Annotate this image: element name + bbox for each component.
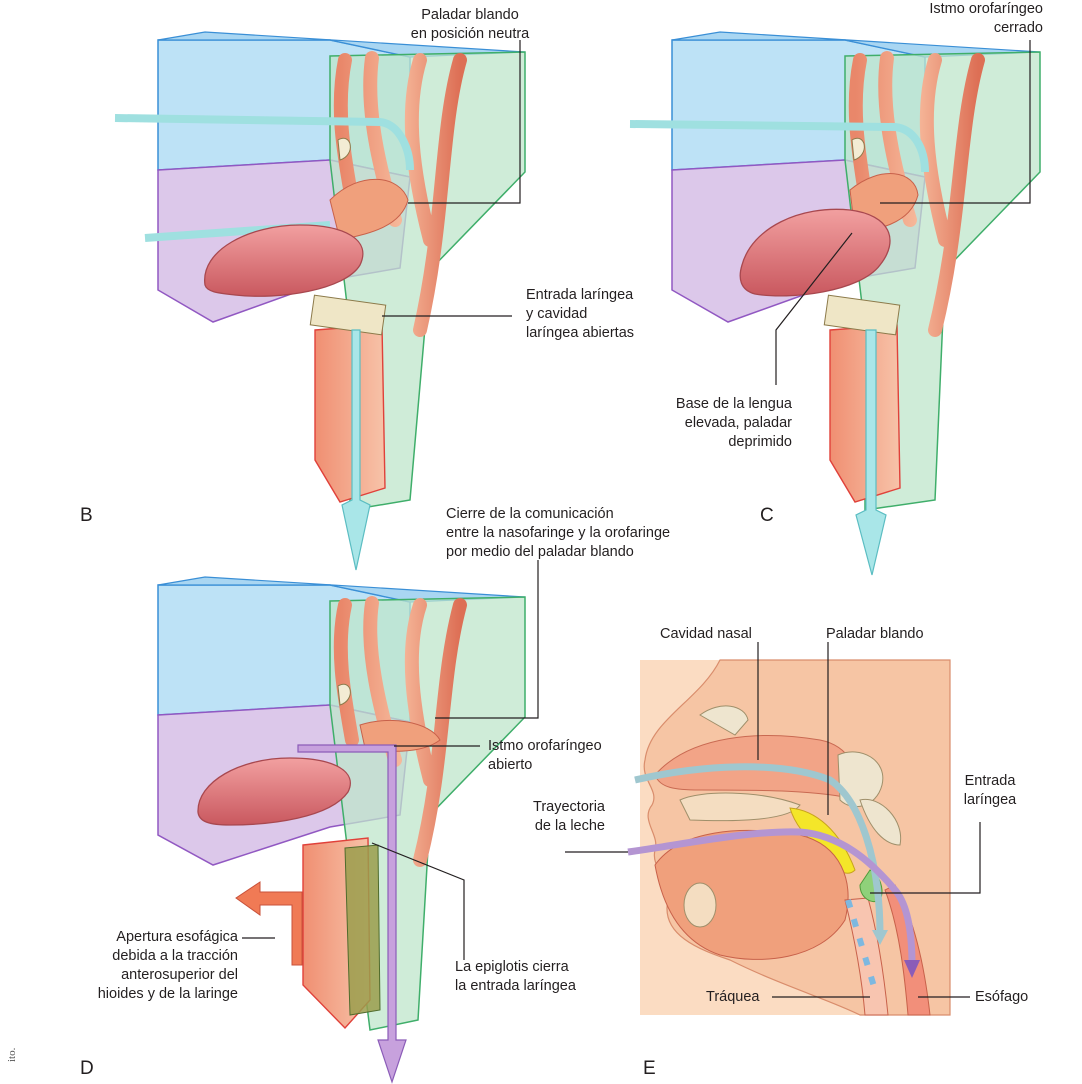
hard-palate [679,792,801,822]
tongue [204,224,364,297]
tongue [197,757,351,826]
milk-path [627,828,916,966]
label-line: elevada, paladar [684,415,792,431]
label-line: Cierre de la comunicación [446,506,614,522]
label-line: y cavidad [526,306,588,322]
label-line: la entrada laríngea [455,978,576,994]
label-e-trachea: Tráquea [706,989,760,1005]
tongue [739,208,891,297]
panel-letter-d: D [80,1058,94,1079]
label-b-laryngeal-entry: Entrada laríngea y cavidad laríngea abie… [526,286,634,343]
label-line: por medio del paladar blando [446,544,634,560]
trachea [844,897,889,1016]
panel-letter-c: C [760,505,774,526]
panel-d [157,560,539,1084]
side-text: ito. [6,1047,18,1062]
label-c-tongue-base: Base de la lengua elevada, paladar depri… [630,395,792,452]
panel-e [565,642,981,1016]
label-line: La epiglotis cierra [455,959,569,975]
airflow-arrow [855,329,887,576]
label-line: en posición neutra [410,26,530,42]
label-e-milk-path: Trayectoria de la leche [505,798,605,836]
label-line: Entrada [964,773,1016,789]
label-line: laríngea abiertas [526,325,635,341]
label-line: laríngea [963,792,1017,808]
label-line: Entrada laríngea [526,287,634,303]
larynx-box [829,324,901,503]
label-line: deprimido [728,434,792,450]
label-line: de la leche [534,818,605,834]
label-line: Apertura esofágica [116,929,238,945]
label-line: hioides y de la laringe [97,986,238,1002]
label-line: Paladar blando [421,7,519,23]
label-e-laryngeal-entry: Entrada laríngea [955,772,1025,810]
tongue [654,829,849,960]
label-c-isthmus: Istmo orofaríngeo cerrado [895,0,1043,38]
label-line: Istmo orofaríngeo [488,738,602,754]
esophageal-arrow [235,881,303,966]
larynx-box [314,324,386,503]
label-line: abierto [488,757,533,773]
label-b-soft-palate: Paladar blando en posición neutra [395,6,545,44]
panel-b [114,31,526,571]
label-line: Istmo orofaríngeo [929,1,1043,17]
milk-flow-arrow [297,744,407,1084]
label-line: anterosuperior del [121,967,238,983]
label-d-esophageal: Apertura esofágica debida a la tracción … [60,928,238,1004]
label-e-soft-palate: Paladar blando [826,626,924,642]
label-d-isthmus: Istmo orofaríngeo abierto [488,737,602,775]
label-e-nasal-cavity: Cavidad nasal [660,626,752,642]
label-e-esophagus: Esófago [975,989,1029,1005]
panel-letter-e: E [643,1058,656,1079]
label-line: entre la nasofaringe y la orofaringe [446,525,671,541]
label-line: Base de la lengua [675,396,792,412]
label-d-closure: Cierre de la comunicación entre la nasof… [446,505,670,562]
label-line: debida a la tracción [112,948,238,964]
label-line: cerrado [993,20,1043,36]
airflow-arrow [341,329,371,571]
label-d-epiglottis: La epiglotis cierra la entrada laríngea [455,958,576,996]
label-line: Trayectoria [533,799,605,815]
panel-letter-b: B [80,505,93,526]
panel-c [629,31,1041,576]
